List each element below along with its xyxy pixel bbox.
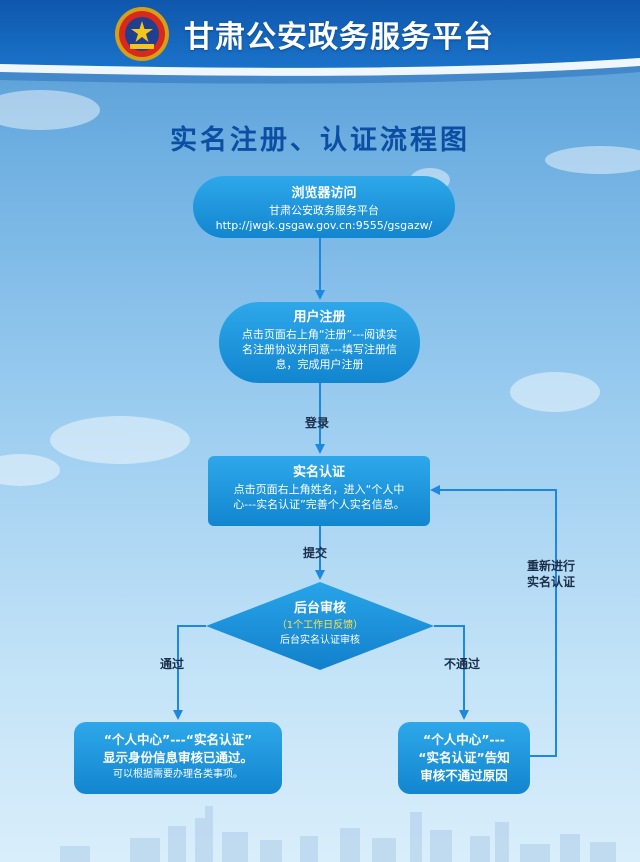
node-pass: “个人中心”---“实名认证” 显示身份信息审核已通过。 可以根据需要办理各类事… — [74, 731, 282, 782]
node-verify-line2: 心---实名认证”完善个人实名信息。 — [233, 498, 405, 511]
node-register-line2: 名注册协议并同意---填写注册信 — [242, 343, 397, 356]
node-browser-shape — [193, 176, 455, 238]
node-review: 后台审核 （1个工作日反馈） 后台实名认证审核 — [230, 600, 410, 648]
city-skyline — [60, 806, 616, 862]
node-review-line1: 后台实名认证审核 — [280, 635, 360, 646]
node-browser-title: 浏览器访问 — [291, 186, 357, 201]
node-pass-line3: 可以根据需要办理各类事项。 — [113, 769, 243, 780]
edge-review-to-pass — [173, 625, 206, 720]
node-review-note: （1个工作日反馈） — [276, 620, 364, 631]
node-verify-shape — [208, 456, 430, 526]
node-browser-url: http://jwgk.gsgaw.gov.cn:9555/gsgazw/ — [215, 219, 433, 232]
node-fail-shape — [398, 722, 530, 794]
node-verify-line1: 点击页面右上角姓名，进入“个人中 — [233, 483, 405, 496]
police-emblem-icon — [115, 7, 169, 61]
node-register-title: 用户注册 — [293, 310, 346, 325]
node-register: 用户注册 点击页面右上角“注册”---阅读实 名注册协议并同意---填写注册信 … — [219, 309, 420, 372]
edge-label-retry: 重新进行 实名认证 — [527, 558, 575, 590]
site-header: 甘肃公安政务服务平台 — [0, 0, 640, 86]
edge-label-login: 登录 — [305, 416, 330, 430]
edge-review-to-fail — [434, 625, 469, 720]
node-verify: 实名认证 点击页面右上角姓名，进入“个人中 心---实名认证”完善个人实名信息。 — [208, 464, 430, 512]
node-register-line1: 点击页面右上角“注册”---阅读实 — [241, 328, 398, 341]
node-browser-line1: 甘肃公安政务服务平台 — [269, 204, 379, 217]
flow-connectors — [173, 238, 557, 757]
node-pass-shape — [74, 722, 282, 794]
node-fail-line2: “实名认证”告知 — [418, 750, 510, 765]
node-pass-line1: “个人中心”---“实名认证” — [103, 732, 253, 747]
node-review-title: 后台审核 — [293, 601, 346, 616]
site-title: 甘肃公安政务服务平台 — [184, 20, 494, 55]
edge-label-fail: 不通过 — [444, 657, 481, 671]
node-register-shape — [219, 302, 420, 383]
edge-label-retry-line1: 重新进行 — [527, 559, 576, 573]
node-verify-title: 实名认证 — [292, 465, 345, 480]
node-review-shape — [206, 582, 434, 670]
node-fail: “个人中心”--- “实名认证”告知 审核不通过原因 — [398, 731, 530, 785]
edge-label-pass: 通过 — [160, 657, 185, 671]
diagram-title: 实名注册、认证流程图 — [170, 125, 470, 156]
node-fail-line3: 审核不通过原因 — [420, 768, 508, 783]
edge-fail-to-verify — [430, 485, 557, 757]
node-pass-line2: 显示身份信息审核已通过。 — [102, 750, 253, 765]
edge-label-retry-line2: 实名认证 — [527, 575, 576, 589]
edge-label-submit: 提交 — [303, 546, 328, 560]
node-browser: 浏览器访问 甘肃公安政务服务平台 http://jwgk.gsgaw.gov.c… — [193, 185, 455, 233]
node-register-line3: 息，完成用户注册 — [275, 358, 364, 371]
node-fail-line1: “个人中心”--- — [423, 732, 505, 747]
